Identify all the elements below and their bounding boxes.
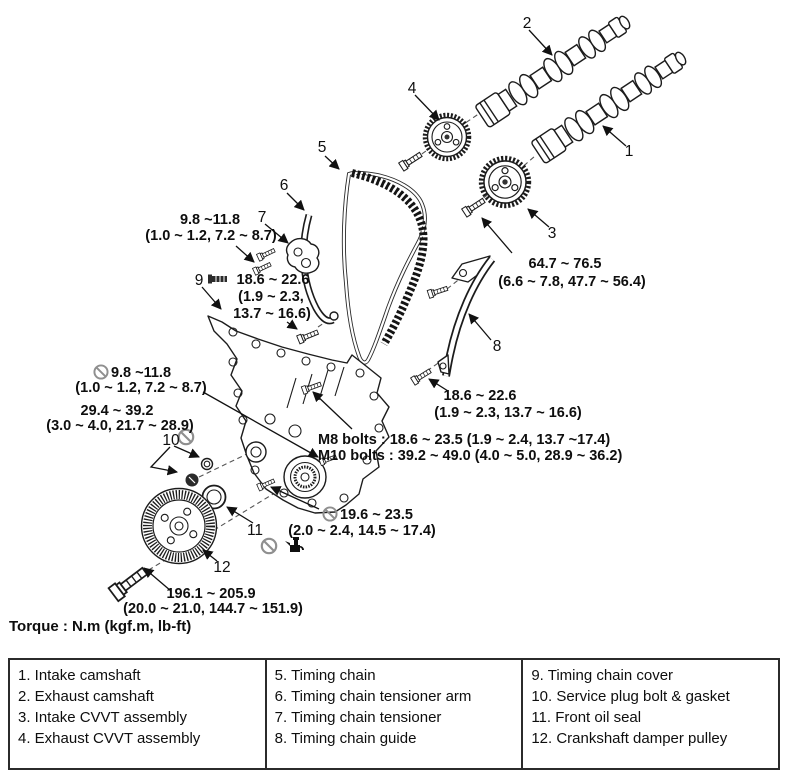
legend-item-5: 5. Timing chain [274,667,376,684]
torque-label-cvvt-bolt: (6.6 ~ 7.8, 47.7 ~ 56.4) [498,274,646,290]
callout-2: 2 [523,15,532,32]
exhaust-cvvt-bolt-icon [398,149,424,172]
legend-item-8: 8. Timing chain guide [274,730,417,747]
torque-label-guide-bolt: (1.9 ~ 2.3, 13.7 ~ 16.6) [434,405,582,421]
torque-label-arm-pivot: 13.7 ~ 16.6) [233,306,311,322]
damper-pulley-bolt-icon [107,563,151,603]
torque-label-oil-pump-bolt: 19.6 ~ 23.5 [340,507,413,523]
oil-can-icon [285,537,304,552]
callout-3: 3 [548,225,557,242]
torque-note-m10-bolts: M10 bolts : 39.2 ~ 49.0 (4.0 ~ 5.0, 28.9… [318,448,622,464]
torque-label-guide-bolt: 18.6 ~ 22.6 [444,388,517,404]
torque-label-tensioner: (1.0 ~ 1.2, 7.2 ~ 8.7) [145,228,277,244]
timing-chain-drawing [341,169,428,365]
torque-label-damper-bolt: 196.1 ~ 205.9 [166,586,255,602]
legend-item-11: 11. Front oil seal [531,709,642,726]
cover-bolt-glyph-icon [208,274,227,284]
torque-labels: 9.8 ~11.8 (1.0 ~ 1.2, 7.2 ~ 8.7) 18.6 ~ … [46,212,646,617]
exhaust-cvvt-assembly-drawing [425,115,469,159]
torque-label-service-plug: (3.0 ~ 4.0, 21.7 ~ 28.9) [46,418,194,434]
torque-unit-note: Torque : N.m (kgf.m, lb-ft) [9,618,192,635]
torque-label-arm-pivot: (1.9 ~ 2.3, [238,289,304,305]
callout-9: 9 [195,272,204,289]
guide-upper-bolt-icon [426,284,449,299]
torque-label-tensioner: 9.8 ~11.8 [180,212,240,228]
legend-item-1: 1. Intake camshaft [18,667,141,684]
torque-label-arm-pivot: 18.6 ~ 22.6 [237,272,310,288]
intake-cvvt-bolt-icon [461,195,487,218]
legend-item-10: 10. Service plug bolt & gasket [531,688,730,705]
callout-11: 11 [247,522,263,539]
non-reusable-icon [93,364,109,380]
crankshaft-damper-pulley-drawing [140,487,218,565]
legend-item-9: 9. Timing chain cover [531,667,674,684]
legend-column-3: 9. Timing chain cover 10. Service plug b… [521,658,780,770]
torque-note-m8-bolts: M8 bolts : 18.6 ~ 23.5 (1.9 ~ 2.4, 13.7 … [318,432,610,448]
timing-chain-cover-drawing [207,315,390,514]
legend-item-12: 12. Crankshaft damper pulley [531,730,728,747]
timing-chain-guide-drawing [437,255,496,377]
non-reusable-icon [260,537,278,555]
tensioner-arm-pivot-bolt-icon [296,327,320,345]
timing-system-exploded-diagram: 9.8 ~11.8 (1.0 ~ 1.2, 7.2 ~ 8.7) 18.6 ~ … [46,8,692,617]
torque-label-oil-pump-bolt: (2.0 ~ 2.4, 14.5 ~ 17.4) [288,523,436,539]
callout-1: 1 [625,143,634,160]
callout-4: 4 [408,80,417,97]
legend-item-3: 3. Intake CVVT assembly [18,709,187,726]
leader-arrows [143,29,627,592]
callout-8: 8 [493,338,502,355]
torque-label-damper-bolt: (20.0 ~ 21.0, 144.7 ~ 151.9) [123,601,303,617]
legend-column-2: 5. Timing chain 6. Timing chain tensione… [264,658,524,770]
callout-numbers: 1 2 3 4 5 6 7 8 9 10 11 12 [162,15,633,576]
legend-item-2: 2. Exhaust camshaft [18,688,154,705]
legend-item-6: 6. Timing chain tensioner arm [274,688,472,705]
legend-table: 1. Intake camshaft 2. Exhaust camshaft 3… [8,658,780,770]
torque-label-service-plug: 29.4 ~ 39.2 [81,403,154,419]
guide-lower-bolt-icon [410,366,433,386]
callout-6: 6 [280,177,289,194]
timing-chain-tensioner-drawing [252,237,320,276]
torque-label-cvvt-bolt: 64.7 ~ 76.5 [529,256,602,272]
legend-item-7: 7. Timing chain tensioner [274,709,442,726]
service-plug-bolt-and-gasket-drawing [185,457,214,487]
intake-cvvt-assembly-drawing [481,158,529,206]
callout-7: 7 [258,209,267,226]
legend-item-4: 4. Exhaust CVVT assembly [18,730,201,747]
callout-10: 10 [162,432,180,449]
callout-12: 12 [213,559,230,576]
torque-label-cover-left-bolt: (1.0 ~ 1.2, 7.2 ~ 8.7) [75,380,207,396]
torque-label-cover-left-bolt: 9.8 ~11.8 [111,365,171,381]
legend-column-1: 1. Intake camshaft 2. Exhaust camshaft 3… [8,658,267,770]
callout-5: 5 [318,139,327,156]
